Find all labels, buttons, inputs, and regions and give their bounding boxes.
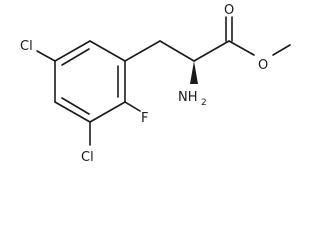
bond-ring-cl-top bbox=[36, 50, 56, 62]
bond-ch2-alpha bbox=[159, 40, 195, 62]
ring-bond-4 bbox=[54, 101, 91, 123]
ring-bond-4-inner bbox=[61, 97, 90, 115]
ring-bond-3 bbox=[89, 101, 126, 123]
chlorine-top-label: Cl bbox=[20, 39, 33, 54]
bond-alpha-carbonyl bbox=[193, 40, 230, 62]
ring-bond-1 bbox=[89, 40, 126, 62]
carbonyl-oxygen-label: O bbox=[224, 3, 234, 18]
chlorine-bottom-label: Cl bbox=[81, 150, 94, 165]
stereo-wedge-bond bbox=[190, 61, 198, 84]
ring-bond-6-inner bbox=[61, 48, 90, 66]
amine-label: NH bbox=[178, 90, 198, 105]
bond-ring-ch2 bbox=[124, 40, 161, 62]
bond-ring-fluorine bbox=[124, 101, 141, 112]
benzene-ring bbox=[54, 40, 126, 123]
amine-subscript: 2 bbox=[201, 98, 207, 108]
ester-oxygen-label: O bbox=[258, 58, 268, 73]
molecule-structure: Cl Cl F NH 2 O O bbox=[20, 3, 291, 165]
ring-bond-6 bbox=[54, 40, 91, 62]
bond-carbonyl-ester-o bbox=[228, 40, 255, 56]
bond-ester-o-methyl bbox=[272, 44, 291, 56]
fluorine-label: F bbox=[141, 111, 148, 126]
